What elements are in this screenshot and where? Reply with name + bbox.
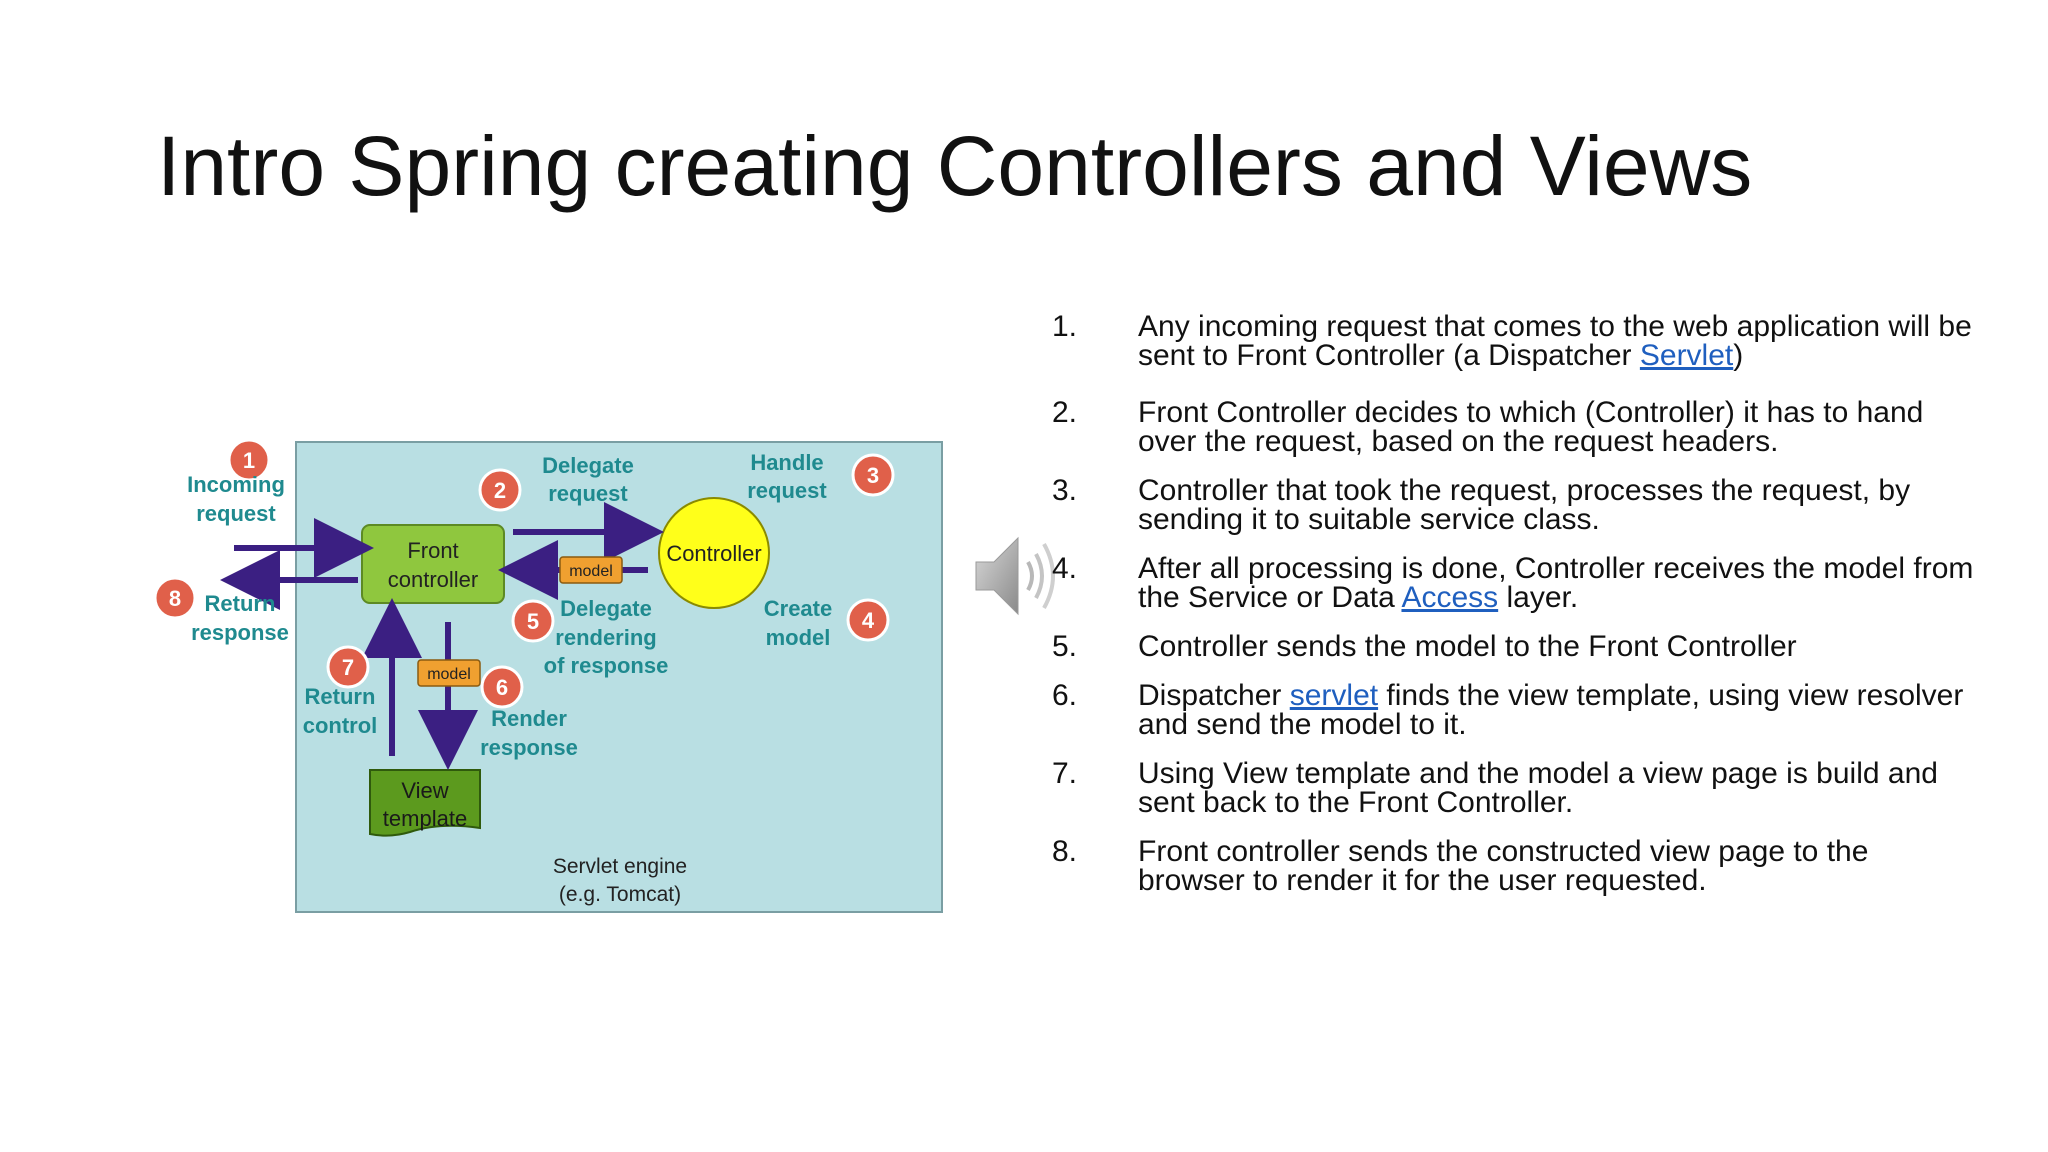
step-1-label-2: request (196, 501, 276, 526)
model-tag-top (559, 556, 623, 584)
list-item: 3. Controller that took the request, pro… (1052, 474, 1982, 536)
step-4-label-2: model (766, 625, 831, 650)
step-2-label-2: request (548, 481, 628, 506)
spring-mvc-diagram: Front controller Controller View templat… (153, 438, 943, 913)
list-item: 6. Dispatcher servlet finds the view tem… (1052, 679, 1982, 741)
step-number-5: 5 (527, 609, 539, 634)
step-badge-1 (227, 438, 271, 482)
step-badge-8 (153, 576, 197, 620)
list-item-text: Any incoming request that comes to the w… (1138, 310, 1972, 372)
list-item: 1. Any incoming request that comes to th… (1052, 310, 1982, 372)
model-tag-top-label: model (569, 563, 613, 580)
step-number-8: 8 (169, 586, 181, 611)
speaker-icon[interactable] (972, 528, 1068, 629)
step-3-label-2: request (747, 478, 827, 503)
step-number-2: 2 (494, 478, 506, 503)
step-8-label-1: Return (205, 591, 276, 616)
servlet-link[interactable]: Servlet (1639, 339, 1734, 372)
view-template-label-2: template (383, 806, 467, 831)
step-6-label-1: Render (491, 706, 567, 731)
list-item: 4. After all processing is done, Control… (1052, 552, 1982, 614)
model-tag-bottom (417, 659, 481, 687)
step-5-label-3: of response (544, 653, 669, 678)
list-item-text: Controller sends the model to the Front … (1138, 630, 1797, 663)
step-badge-5 (511, 599, 555, 643)
step-badge-7 (326, 645, 370, 689)
list-item-text-after: ) (1733, 339, 1744, 372)
engine-label-2: (e.g. Tomcat) (559, 883, 681, 906)
list-item-number: 4. (1052, 552, 1078, 585)
list-item-text: Front controller sends the constructed v… (1138, 835, 1869, 897)
list-item-number: 3. (1052, 474, 1078, 507)
list-item-text: Controller that took the request, proces… (1138, 474, 1911, 536)
step-number-4: 4 (862, 608, 875, 633)
step-7-label-2: control (303, 713, 378, 738)
list-item: 2. Front Controller decides to which (Co… (1052, 396, 1982, 458)
step-number-6: 6 (496, 675, 508, 700)
step-badge-3 (851, 453, 895, 497)
list-item-number: 8. (1052, 835, 1078, 868)
numbered-points-list: 1. Any incoming request that comes to th… (1052, 312, 1982, 915)
list-item-text: Front Controller decides to which (Contr… (1138, 396, 1924, 458)
step-number-3: 3 (867, 463, 879, 488)
front-controller-label-1: Front (407, 538, 458, 563)
list-item-text: After all processing is done, Controller… (1138, 552, 1974, 614)
step-6-label-2: response (480, 735, 578, 760)
engine-label-1: Servlet engine (553, 855, 687, 878)
step-3-label-1: Handle (750, 450, 823, 475)
list-item-text-after: finds the view template, using view reso… (1138, 679, 1964, 741)
list-item-text: Using View template and the model a view… (1138, 757, 1938, 819)
view-template-label-1: View (401, 778, 448, 803)
step-badge-2 (478, 468, 522, 512)
step-1-label-1: Incoming (187, 472, 285, 497)
slide-title: Intro Spring creating Controllers and Vi… (157, 119, 1753, 213)
list-item-number: 5. (1052, 630, 1078, 663)
step-badge-4 (846, 598, 890, 642)
list-item: 8. Front controller sends the constructe… (1052, 835, 1982, 897)
step-number-7: 7 (342, 655, 354, 680)
step-number-1: 1 (243, 448, 255, 473)
list-item-text: Dispatcher (1138, 679, 1290, 712)
front-controller-label-2: controller (388, 567, 478, 592)
step-7-label-1: Return (305, 684, 376, 709)
servlet-link-2[interactable]: servlet (1289, 679, 1379, 712)
step-5-label-2: rendering (555, 625, 656, 650)
step-badge-6 (480, 665, 524, 709)
model-tag-bottom-label: model (427, 666, 471, 683)
list-item: 7. Using View template and the model a v… (1052, 757, 1982, 819)
access-link[interactable]: Access (1401, 581, 1499, 614)
list-item-number: 7. (1052, 757, 1078, 790)
step-2-label-1: Delegate (542, 453, 634, 478)
list-item-number: 6. (1052, 679, 1078, 712)
step-8-label-2: response (191, 620, 289, 645)
view-template-box (369, 769, 481, 837)
controller-label: Controller (666, 541, 761, 566)
list-item-number: 2. (1052, 396, 1078, 429)
list-item-text-after: layer. (1498, 581, 1579, 614)
list-item-number: 1. (1052, 310, 1078, 343)
list-item: 5. Controller sends the model to the Fro… (1052, 630, 1982, 663)
step-4-label-1: Create (764, 596, 832, 621)
step-5-label-1: Delegate (560, 596, 652, 621)
